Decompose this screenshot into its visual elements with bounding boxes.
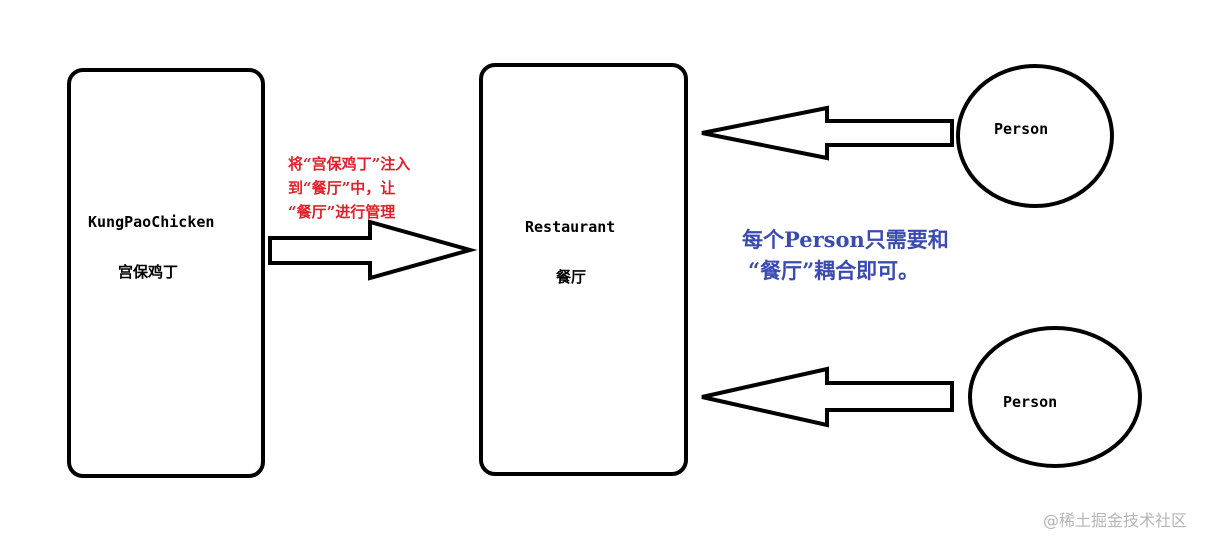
kungpao-subtitle: 宫保鸡丁 (118, 263, 179, 281)
restaurant-title: Restaurant (525, 218, 616, 236)
watermark: @稀土掘金技术社区 (1043, 511, 1188, 530)
person-bottom-label: Person (1003, 393, 1058, 411)
person-bottom-arrow (701, 366, 954, 428)
person-top-arrow (701, 105, 954, 161)
inject-line-3: “餐厅”进行管理 (288, 203, 396, 221)
kungpao-box (67, 68, 265, 478)
inject-line-1: 将“宫保鸡丁”注入 (288, 155, 411, 173)
person-top-circle (956, 64, 1114, 208)
inject-line-2: 到“餐厅”中，让 (288, 179, 396, 197)
kungpao-title: KungPaoChicken (88, 213, 215, 231)
coupling-line-2: “餐厅”耦合即可。 (748, 258, 920, 283)
coupling-annotation: 每个Person只需要和 “餐厅”耦合即可。 (742, 224, 1002, 286)
restaurant-subtitle: 餐厅 (556, 268, 587, 286)
inject-annotation: 将“宫保鸡丁”注入 到“餐厅”中，让 “餐厅”进行管理 (288, 152, 478, 224)
coupling-line-1: 每个Person只需要和 (742, 227, 949, 252)
person-top-label: Person (994, 120, 1049, 138)
restaurant-box (479, 63, 688, 476)
inject-arrow (268, 219, 478, 281)
person-bottom-circle (968, 326, 1142, 468)
